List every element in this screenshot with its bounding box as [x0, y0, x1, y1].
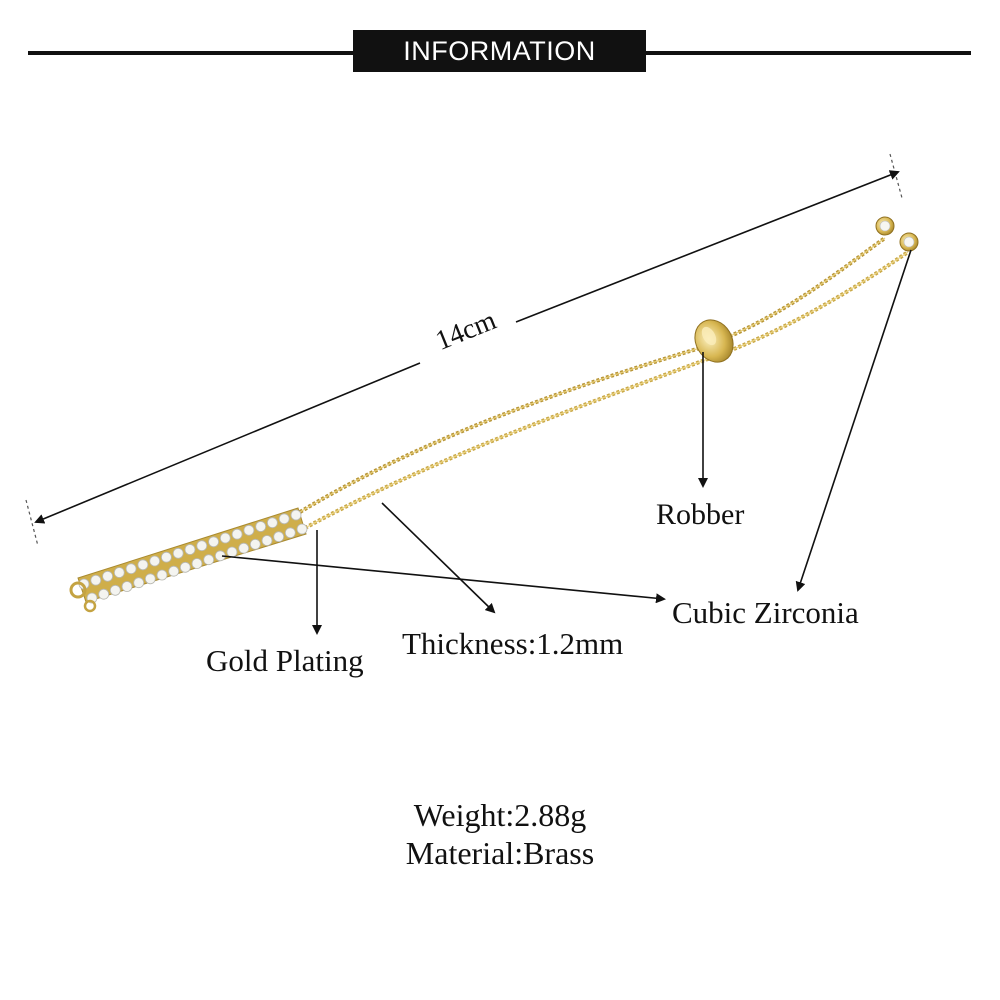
length-dimension	[25, 153, 903, 547]
stone	[231, 528, 243, 540]
stone	[261, 535, 273, 546]
stone	[179, 561, 191, 573]
stone	[191, 558, 203, 569]
stone	[219, 532, 231, 544]
stone	[90, 574, 102, 586]
dimension-arrow-right	[515, 170, 900, 323]
header-rule-right	[645, 51, 971, 55]
stone	[125, 563, 137, 575]
stone	[102, 570, 113, 582]
end-loop-left	[69, 581, 87, 599]
stone	[98, 588, 110, 600]
stone	[203, 554, 215, 566]
stone	[196, 540, 208, 552]
header-title: INFORMATION	[353, 30, 646, 72]
dimension-tick-right	[889, 153, 903, 199]
stone	[121, 581, 133, 592]
bracelet	[69, 216, 919, 613]
stone	[144, 573, 156, 585]
dimension-arrow-left	[34, 362, 421, 524]
end-loop-left-lower	[83, 599, 97, 613]
stone	[184, 544, 196, 555]
robber-label: Robber	[656, 498, 745, 531]
stone	[109, 584, 121, 596]
specs-block: Weight:2.88g Material:Brass	[0, 796, 1000, 872]
stone	[160, 551, 172, 563]
stone	[255, 521, 267, 532]
callout-arrows	[221, 249, 912, 635]
cubic-zirconia-arrow-upper	[795, 249, 912, 592]
stone	[278, 513, 290, 525]
stone	[149, 555, 161, 567]
stone	[284, 527, 296, 539]
stone	[243, 524, 255, 536]
stone	[168, 565, 180, 577]
stone	[249, 538, 261, 550]
stone	[208, 536, 220, 548]
stone	[238, 542, 250, 554]
gold-plating-label: Gold Plating	[206, 643, 364, 678]
material-spec: Material:Brass	[405, 835, 595, 871]
stone	[156, 569, 168, 581]
cubic-zirconia-arrow-lower	[221, 555, 666, 604]
cubic-zirconia-label: Cubic Zirconia	[672, 595, 859, 630]
chain-upper-shine	[299, 237, 886, 513]
chain-upper	[298, 236, 887, 514]
thickness-arrow	[381, 502, 496, 614]
thickness-label: Thickness:1.2mm	[402, 626, 624, 661]
stone	[296, 523, 308, 535]
stone	[137, 559, 149, 571]
stone	[172, 547, 184, 559]
chain-lower-shine	[304, 251, 909, 529]
stone	[133, 577, 145, 589]
stone	[273, 531, 285, 543]
dimension-tick-left	[25, 499, 39, 547]
stone	[266, 517, 278, 529]
cubic-zirconia-stones	[78, 509, 308, 604]
weight-spec: Weight:2.88g	[413, 797, 587, 833]
stone	[113, 567, 125, 578]
stone	[226, 546, 238, 558]
chain-lower	[304, 250, 910, 530]
stone	[290, 509, 302, 521]
header-rule-left	[28, 51, 354, 55]
